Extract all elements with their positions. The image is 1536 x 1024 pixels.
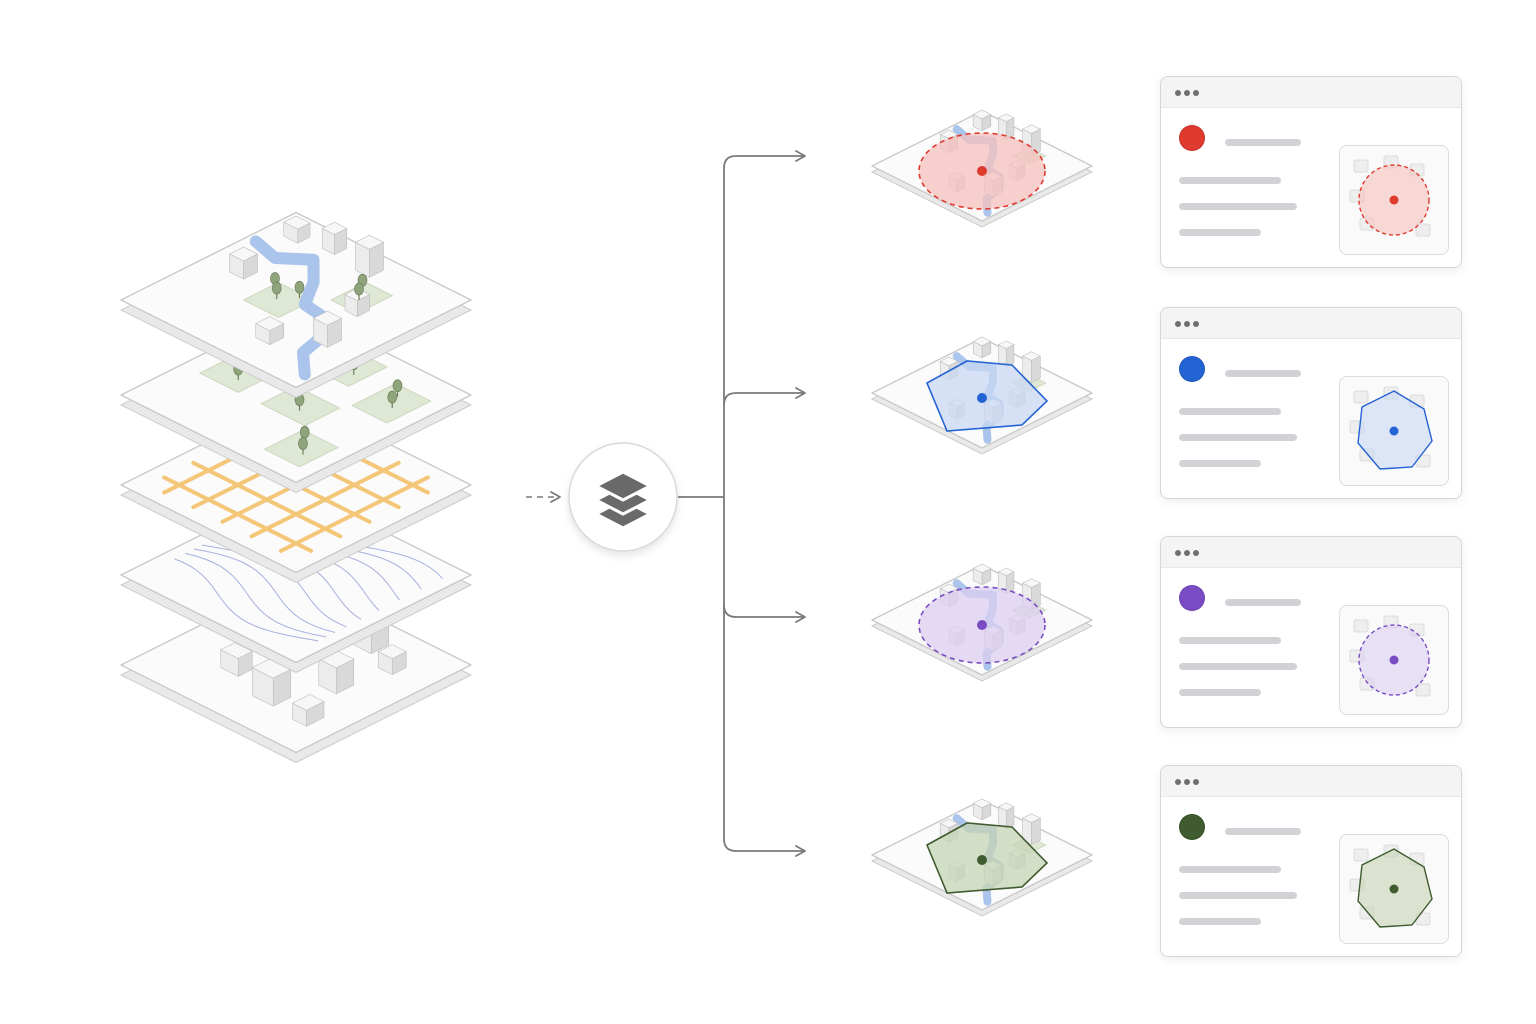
building [220,642,253,677]
map-thumbnail [1339,834,1449,944]
location-marker [977,855,987,865]
building [997,567,1015,595]
river [249,235,330,381]
placeholder-text-line [1225,599,1301,606]
map-thumbnail [1339,605,1449,715]
building [1022,351,1041,384]
placeholder-text-line [1225,828,1301,835]
location-marker [977,620,987,630]
placeholder-text-line [1225,370,1301,377]
building [312,310,343,348]
window-dot-icon [1184,90,1190,96]
tree [392,379,403,397]
catchment-area-4 [925,822,1049,894]
layers-merge-node [568,442,678,552]
building [321,221,348,255]
connector-branch-4 [723,605,806,857]
window-dot-icon [1193,550,1199,556]
window-dot-icon [1193,90,1199,96]
placeholder-text-line [1179,408,1281,415]
placeholder-text-line [1179,434,1297,441]
catchment-area-3 [918,586,1046,664]
window-titlebar [1161,537,1461,568]
building [354,234,385,278]
result-card-4 [1160,765,1462,957]
map-thumbnail [1339,145,1449,255]
result-card-2 [1160,307,1462,499]
city-map-icon [228,215,394,381]
placeholder-text-line [1179,918,1261,925]
placeholder-text-line [1179,663,1297,670]
building [972,563,992,586]
building [228,246,259,280]
tree [387,390,398,409]
output-map-tile-2 [870,336,1094,455]
location-marker [977,166,987,176]
color-swatch-icon [1179,814,1205,840]
tree [271,281,282,300]
catchment-area-2 [925,360,1049,432]
color-swatch-icon [1179,125,1205,151]
placeholder-text-line [1179,203,1297,210]
tree [298,437,308,455]
window-dot-icon [1175,321,1181,327]
building [972,798,992,821]
building [997,340,1015,368]
tree [294,280,305,299]
placeholder-text-line [1179,866,1281,873]
color-swatch-icon [1179,585,1205,611]
output-map-tile-3 [870,563,1094,682]
placeholder-text-line [1179,689,1261,696]
window-titlebar [1161,766,1461,797]
window-dot-icon [1175,779,1181,785]
connector-branch-1 [723,150,806,497]
window-dot-icon [1184,550,1190,556]
window-dot-icon [1175,90,1181,96]
building [291,694,325,727]
output-tiles [870,109,1094,917]
building [251,658,292,707]
result-card-3 [1160,536,1462,728]
placeholder-text-line [1179,229,1261,236]
window-dot-icon [1184,779,1190,785]
catchment-area-1 [918,132,1046,210]
layer-stack [119,211,473,764]
building [972,336,992,359]
layers-stack-icon [594,470,652,530]
output-map-tile-4 [870,798,1094,917]
connector-branch-2 [723,387,806,406]
tree [354,282,364,300]
building [997,113,1015,141]
placeholder-text-line [1179,460,1261,467]
window-titlebar [1161,77,1461,108]
window-dot-icon [1193,779,1199,785]
building [997,802,1015,830]
composite-city-map-layer [119,211,473,399]
window-dot-icon [1184,321,1190,327]
placeholder-text-line [1179,177,1281,184]
window-dot-icon [1193,321,1199,327]
building [1022,813,1041,846]
output-connectors [678,150,806,857]
color-swatch-icon [1179,356,1205,382]
building [255,316,285,346]
placeholder-text-line [1179,637,1281,644]
map-thumbnail [1339,376,1449,486]
building [377,644,407,676]
result-card-1 [1160,76,1462,268]
building [972,109,992,132]
placeholder-text-line [1225,139,1301,146]
window-dot-icon [1175,550,1181,556]
output-map-tile-1 [870,109,1094,228]
location-marker [977,393,987,403]
placeholder-text-line [1179,892,1297,899]
connector-branch-3 [723,497,806,623]
building [283,215,311,244]
window-titlebar [1161,308,1461,339]
